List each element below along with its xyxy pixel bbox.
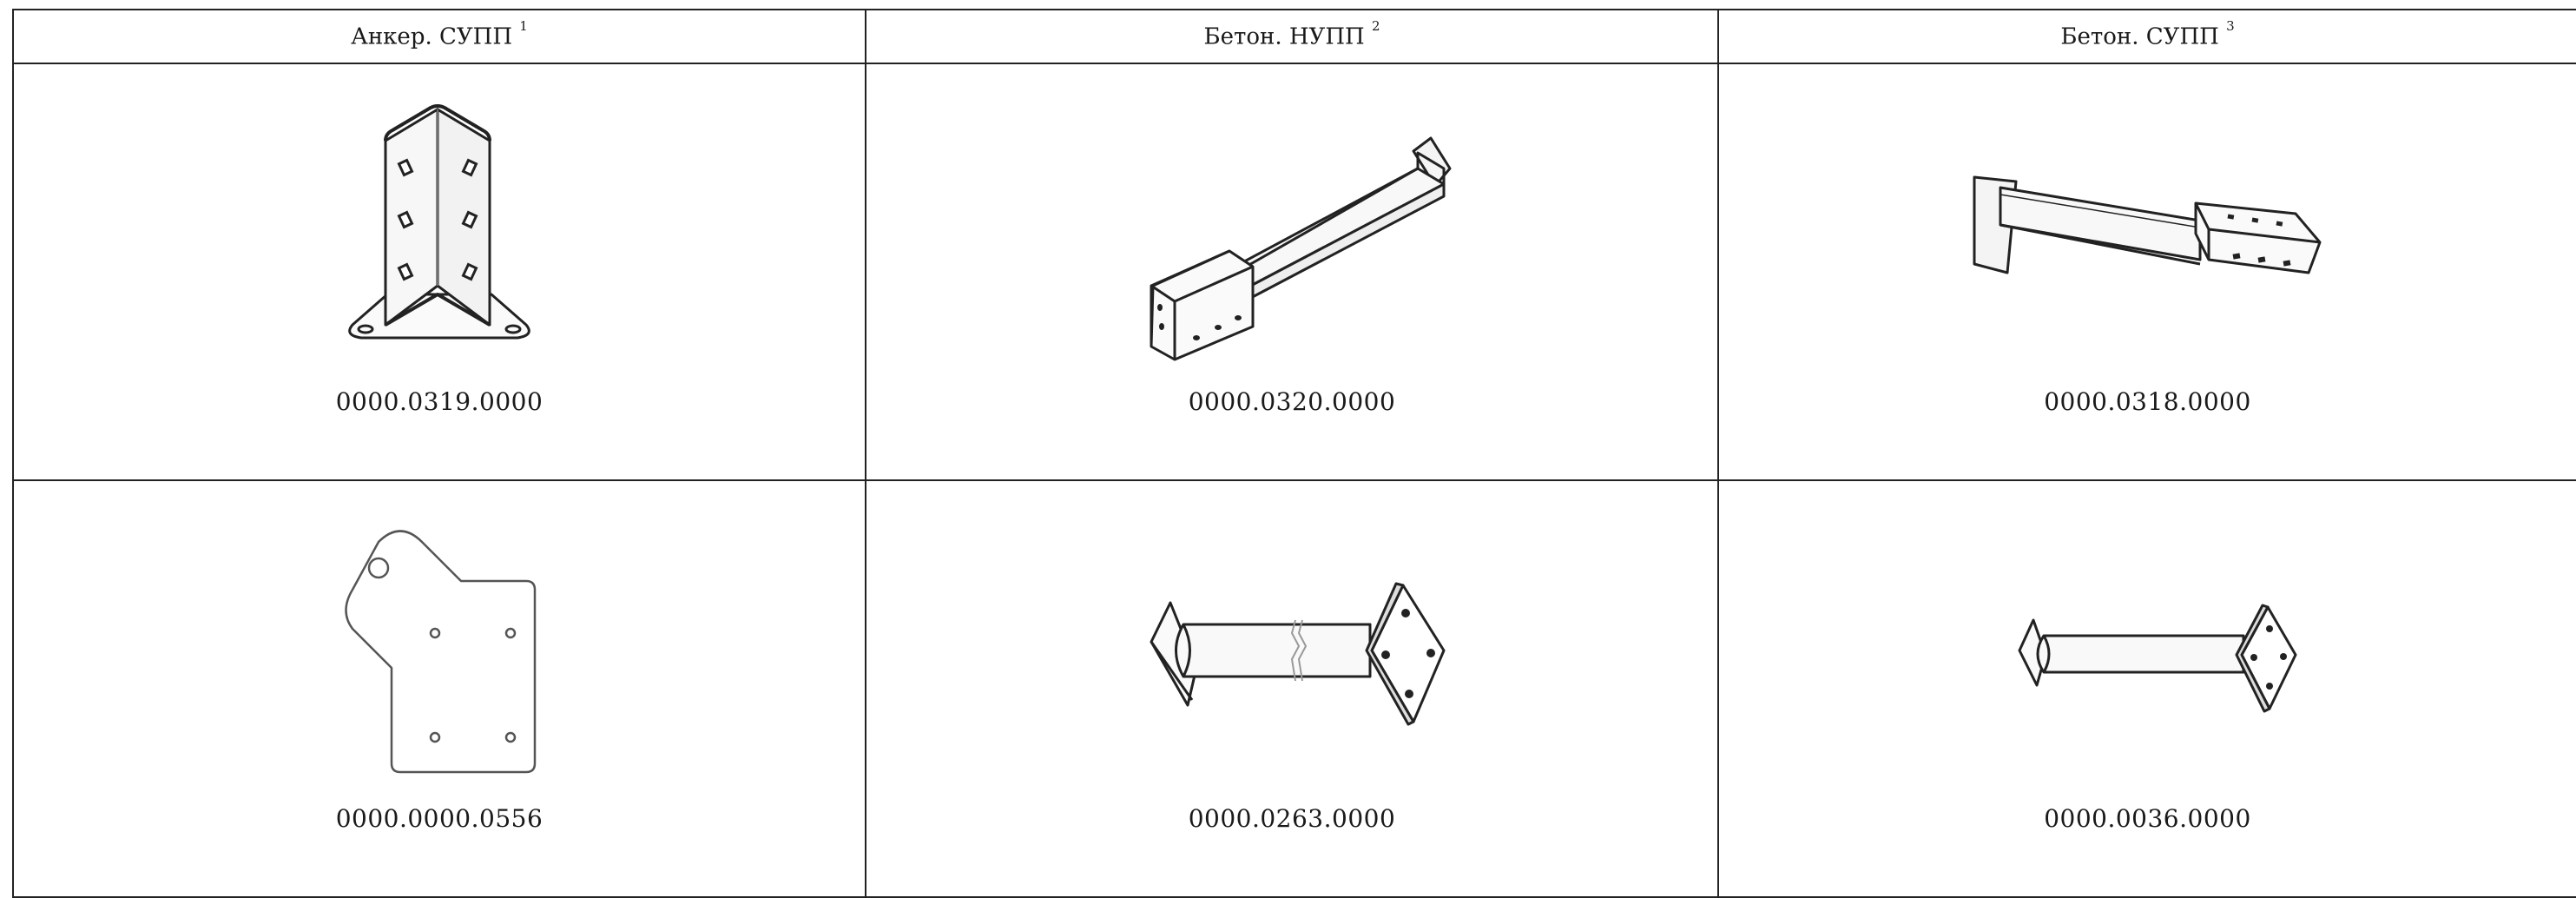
column-header-label: Бетон. НУПП [1203,23,1365,50]
part-cell: 0000.0263.0000 [865,479,1719,898]
part-code: 0000.0263.0000 [1188,804,1396,833]
square-tube-socket-icon [1110,99,1474,377]
pipe-with-diamond-flanges-icon [1110,516,1474,794]
part-code: 0000.0318.0000 [2044,387,2251,416]
part-cell: 0000.0319.0000 [12,63,866,481]
footnote-marker: 1 [519,17,528,34]
parts-table: Анкер. СУПП 1 Бетон. НУПП 2 Бетон. СУПП … [12,9,2576,898]
column-header-label: Бетон. СУПП [2060,23,2219,50]
part-code: 0000.0036.0000 [2044,804,2251,833]
pipe-with-diamond-flanges-short-icon [1966,516,2330,794]
part-code: 0000.0000.0556 [335,804,544,833]
mounting-plate-icon [257,516,622,794]
square-tube-socket-flanged-icon [1966,99,2330,377]
part-cell: 0000.0320.0000 [865,63,1719,481]
column-header-label: Анкер. СУПП [351,23,513,50]
part-cell: 0000.0036.0000 [1717,479,2576,898]
part-cell: 0000.0000.0556 [12,479,866,898]
column-header: Бетон. СУПП 3 [1717,9,2576,64]
header-row: Анкер. СУПП 1 Бетон. НУПП 2 Бетон. СУПП … [12,9,2576,64]
table-row: 0000.0319.0000 [12,63,2576,481]
footnote-marker: 3 [2226,17,2235,34]
footnote-marker: 2 [1371,17,1380,34]
part-code: 0000.0319.0000 [335,387,544,416]
column-header: Анкер. СУПП 1 [12,9,866,64]
table-row: 0000.0000.0556 [12,479,2576,898]
anchor-bracket-icon [257,99,622,377]
part-code: 0000.0320.0000 [1188,387,1396,416]
part-cell: 0000.0318.0000 [1717,63,2576,481]
column-header: Бетон. НУПП 2 [865,9,1719,64]
